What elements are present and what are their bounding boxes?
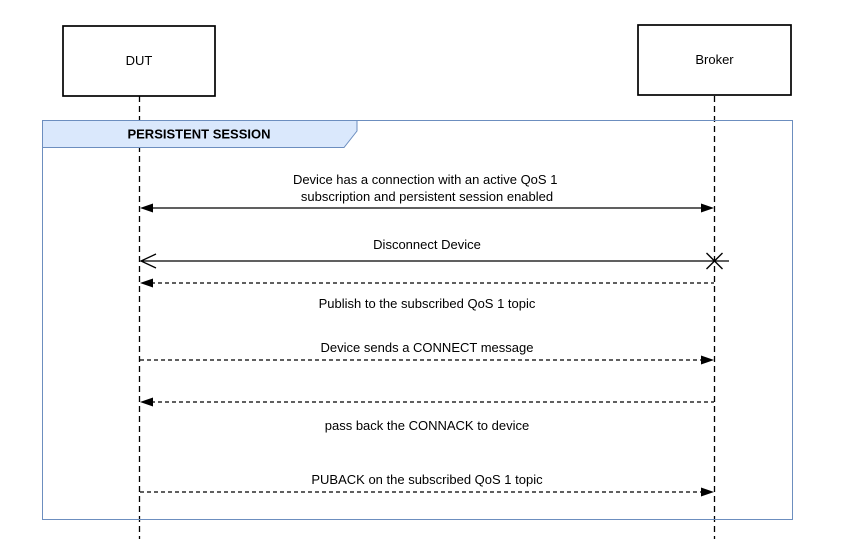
actor-label-dut: DUT (126, 53, 153, 68)
message-label: Disconnect Device (373, 237, 481, 252)
x-cross-icon (706, 252, 723, 270)
message-label: Device sends a CONNECT message (321, 340, 534, 355)
message-connack: pass back the CONNACK to device (140, 397, 714, 433)
message-disconnect-device: Disconnect Device (139, 237, 729, 270)
actor-box-dut (62, 25, 216, 97)
message-active-subscription: Device has a connection with an active Q… (140, 172, 714, 213)
filled-arrowhead-right-icon (701, 487, 714, 497)
filled-arrowhead-left-icon (140, 203, 153, 213)
actor-broker: Broker (637, 24, 792, 96)
frame-title-tab (42, 120, 358, 148)
message-label: Publish to the subscribed QoS 1 topic (319, 296, 536, 311)
message-label: PUBACK on the subscribed QoS 1 topic (311, 472, 543, 487)
frame-border (42, 120, 793, 520)
message-puback: PUBACK on the subscribed QoS 1 topic (140, 472, 714, 497)
message-label: Device has a connection with an active Q… (293, 172, 561, 204)
filled-arrowhead-left-icon (140, 397, 153, 407)
filled-arrowhead-left-icon (140, 278, 153, 288)
filled-arrowhead-right-icon (701, 355, 714, 365)
actor-dut: DUT (62, 25, 216, 97)
actor-box-broker (637, 24, 792, 96)
frame-title: PERSISTENT SESSION (127, 127, 270, 142)
actor-label-broker: Broker (695, 52, 734, 67)
message-publish-qos1: Publish to the subscribed QoS 1 topic (140, 278, 714, 311)
message-label: pass back the CONNACK to device (325, 418, 529, 433)
filled-arrowhead-right-icon (701, 203, 714, 213)
message-connect: Device sends a CONNECT message (140, 340, 714, 365)
open-arrowhead-icon (139, 253, 157, 269)
